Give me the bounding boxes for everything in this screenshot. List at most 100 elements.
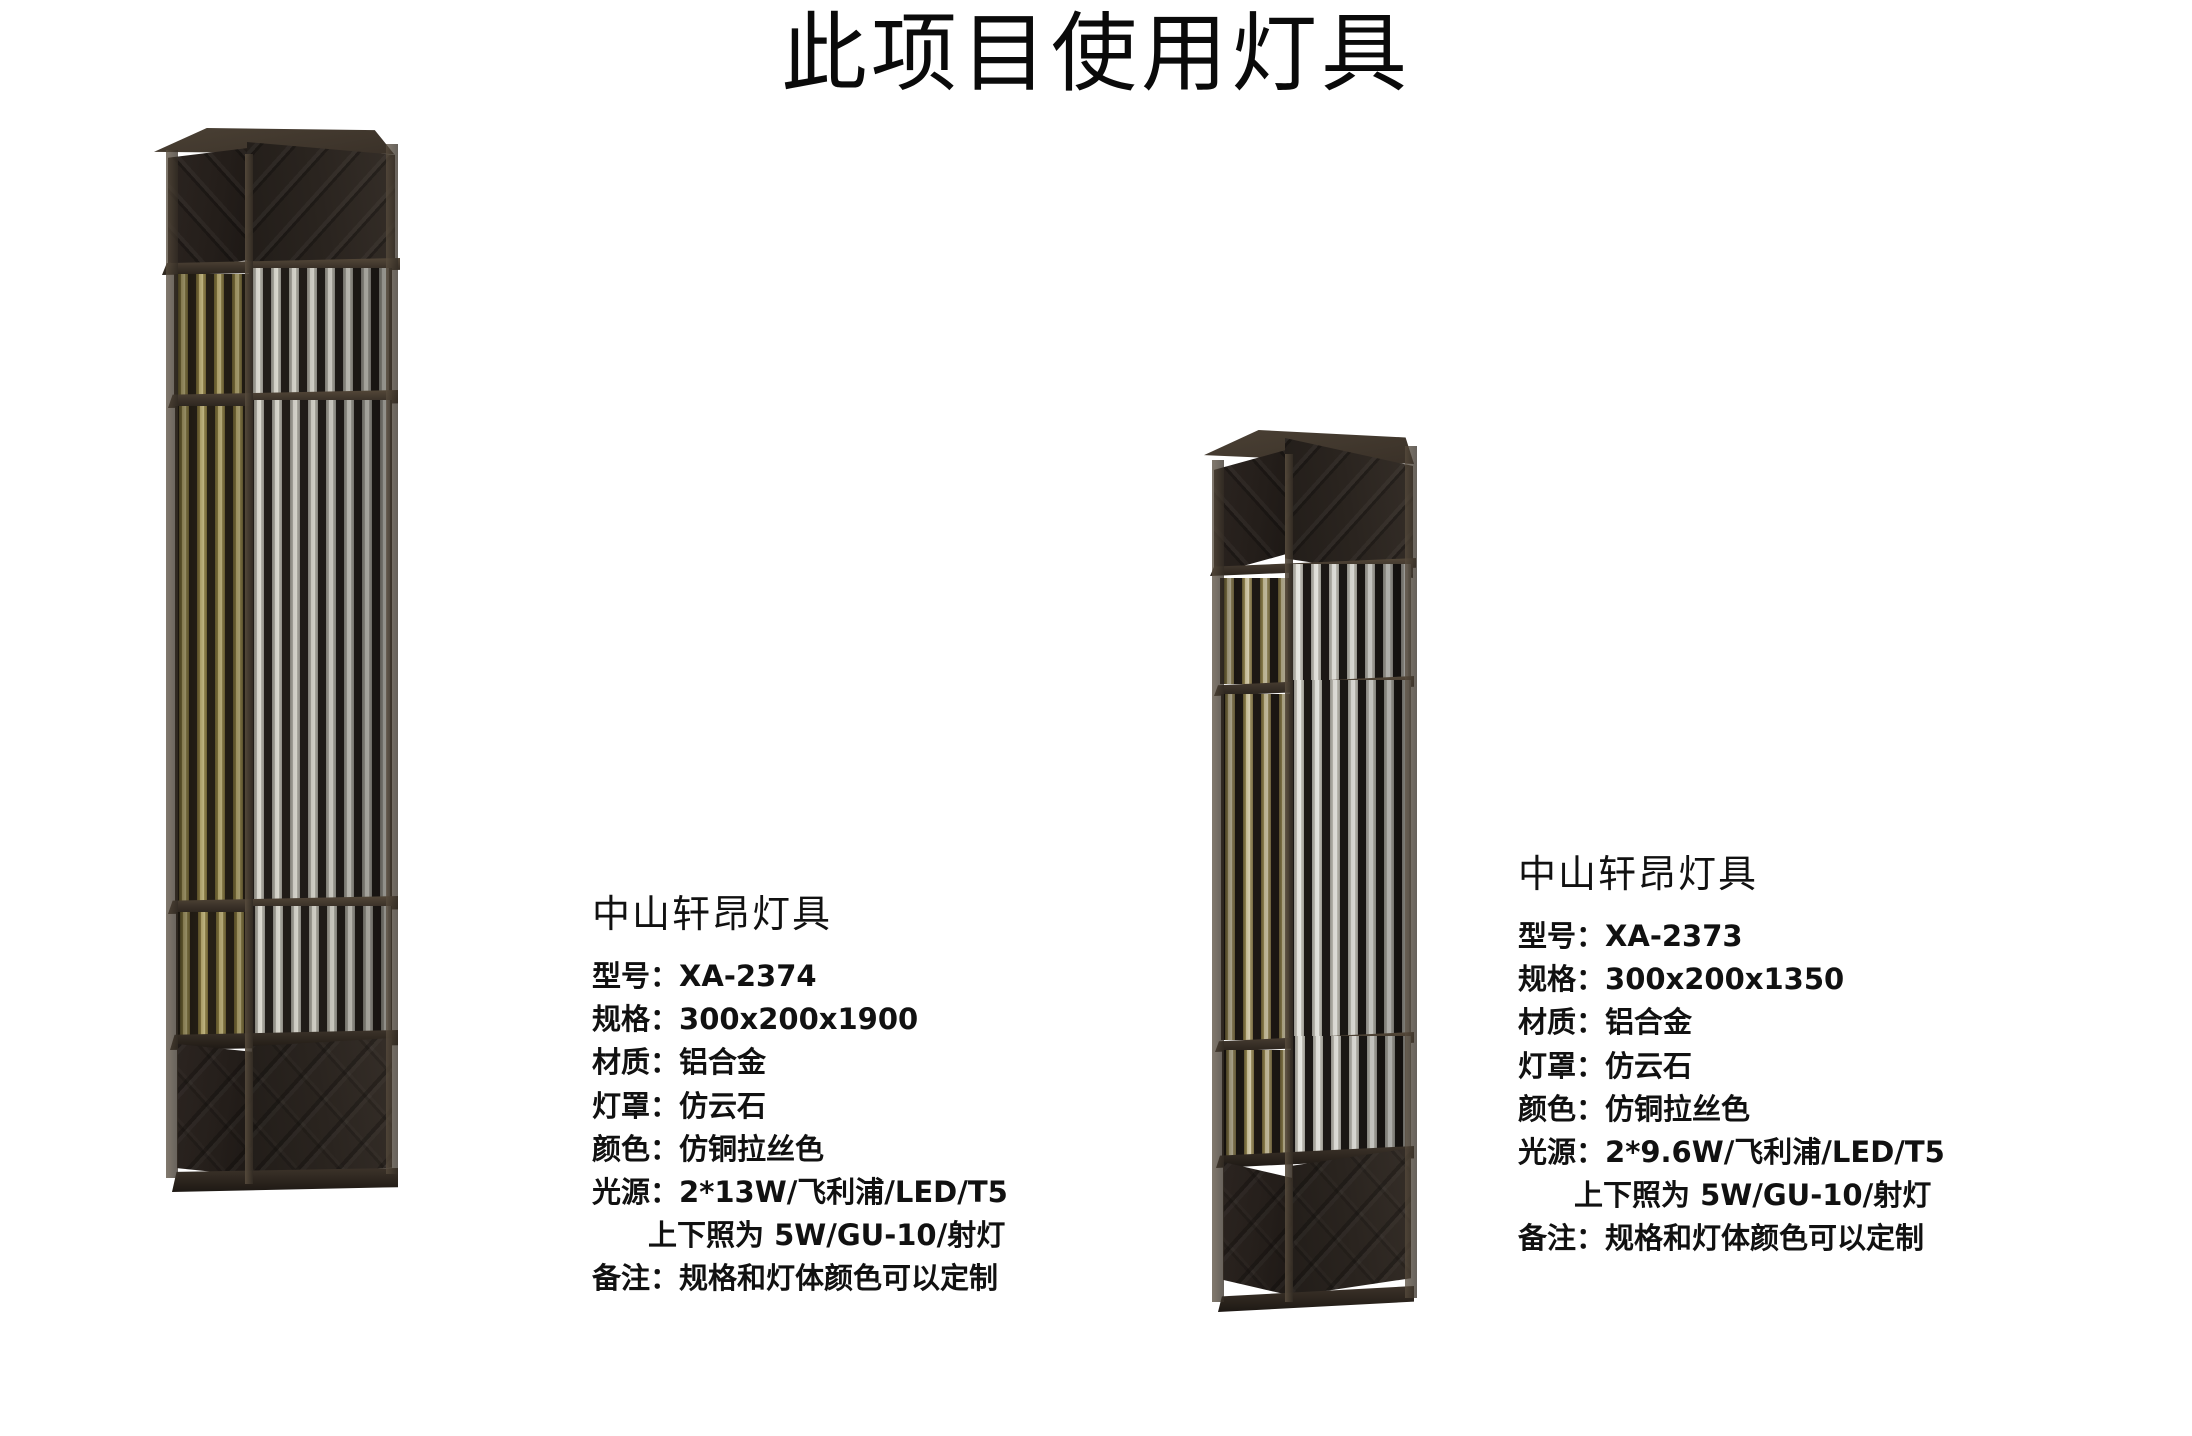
- spec-row-remark: 备注：规格和灯体颜色可以定制: [592, 1257, 1008, 1300]
- spec-label: 灯罩：: [592, 1088, 680, 1123]
- spec-label: 备注：: [592, 1261, 680, 1296]
- spec-row-shade: 灯罩：仿云石: [1518, 1045, 1945, 1088]
- lattice-texture: [1214, 450, 1286, 574]
- lamp-shade-main-right: [1290, 680, 1411, 1040]
- lamp-cap-face-right: [1285, 438, 1413, 578]
- spec-label: 规格：: [1518, 962, 1606, 997]
- spec-value: 2*9.6W/飞利浦/LED/T5: [1605, 1135, 1945, 1170]
- spec-row-lightsource: 光源：2*9.6W/飞利浦/LED/T5: [1518, 1131, 1945, 1174]
- lamp-base-face-right: [1292, 1148, 1411, 1296]
- spec-value: XA-2373: [1605, 919, 1743, 953]
- spec-value: 上下照为 5W/GU-10/射灯: [1574, 1178, 1932, 1213]
- lamp-foot: [172, 1168, 398, 1192]
- spec-row-shade: 灯罩：仿云石: [592, 1085, 1008, 1128]
- lattice-texture: [168, 148, 248, 270]
- spec-row-color: 颜色：仿铜拉丝色: [1518, 1088, 1945, 1131]
- lattice-texture: [1285, 438, 1413, 578]
- spec-block-xa-2374: 中山轩昂灯具 型号：XA-2374 规格：300x200x1900 材质：铝合金…: [580, 895, 1008, 1301]
- spec-value: 300x200x1900: [679, 1002, 919, 1037]
- spec-row-model: 型号：XA-2374: [592, 955, 1008, 998]
- lamp-shade-lower-left: [176, 912, 252, 1038]
- spec-value: 铝合金: [1605, 1005, 1693, 1040]
- lattice-texture: [252, 1038, 392, 1176]
- spec-label: 规格：: [592, 1002, 680, 1037]
- lamp-shade-upper-right: [249, 268, 392, 396]
- spec-block-xa-2373: 中山轩昂灯具 型号：XA-2373 规格：300x200x1350 材质：铝合金…: [1518, 855, 1945, 1261]
- shade-gradient: [250, 400, 392, 902]
- lamp-cap-face-right: [247, 142, 395, 270]
- spec-row-lightsource-cont: 上下照为 5W/GU-10/射灯: [592, 1214, 1008, 1257]
- shade-gradient: [1290, 680, 1411, 1040]
- spec-label: 型号：: [1518, 919, 1606, 953]
- lattice-texture: [177, 1044, 253, 1176]
- lamp-shade-main-left: [175, 406, 251, 902]
- spec-value: 规格和灯体颜色可以定制: [1605, 1221, 1925, 1256]
- spec-value: 仿云石: [679, 1088, 767, 1123]
- shade-gradient: [1289, 564, 1411, 684]
- spec-row-material: 材质：铝合金: [592, 1041, 1008, 1084]
- spec-value: 300x200x1350: [1605, 962, 1845, 997]
- brand-name: 中山轩昂灯具: [1518, 852, 1759, 896]
- spec-row-lightsource-cont: 上下照为 5W/GU-10/射灯: [1518, 1174, 1945, 1217]
- lamp-left-edge-post: [166, 150, 178, 1178]
- lattice-texture: [1223, 1162, 1293, 1296]
- lamp-shade-lower-right: [251, 906, 392, 1038]
- spec-row-model: 型号：XA-2373: [1518, 915, 1945, 958]
- product-image-xa-2374: [128, 128, 428, 1428]
- spec-row-size: 规格：300x200x1350: [1518, 958, 1945, 1001]
- spec-label: 型号：: [592, 959, 680, 993]
- shade-gradient: [251, 906, 392, 1038]
- lamp-right-edge-post: [1405, 446, 1417, 1298]
- spec-value: 规格和灯体颜色可以定制: [679, 1261, 999, 1296]
- lamp-base-face-left: [1223, 1162, 1293, 1296]
- lamp-corner-post: [245, 154, 253, 1184]
- lamp-shade-main-right: [250, 400, 392, 902]
- spec-label: 光源：: [1518, 1135, 1606, 1170]
- shade-gradient: [1220, 578, 1290, 684]
- shade-gradient: [1221, 694, 1291, 1040]
- spec-label: 备注：: [1518, 1221, 1606, 1256]
- spec-row-material: 材质：铝合金: [1518, 1001, 1945, 1044]
- page-title: 此项目使用灯具: [781, 4, 1411, 104]
- lattice-texture: [1292, 1148, 1411, 1296]
- spec-label: 颜色：: [592, 1131, 680, 1166]
- lattice-texture: [247, 142, 395, 270]
- spec-value: 仿铜拉丝色: [679, 1131, 825, 1166]
- spec-row-size: 规格：300x200x1900: [592, 998, 1008, 1041]
- lamp-shade-lower-left: [1222, 1050, 1292, 1156]
- spec-label: 材质：: [1518, 1005, 1606, 1040]
- spec-value: 上下照为 5W/GU-10/射灯: [648, 1218, 1006, 1253]
- lamp-base-face-left: [177, 1044, 253, 1176]
- spec-value: 仿云石: [1605, 1048, 1693, 1083]
- lamp-base-face-right: [252, 1038, 392, 1176]
- lamp-corner-post: [1285, 454, 1293, 1302]
- lamp-shade-main-left: [1221, 694, 1291, 1040]
- shade-gradient: [1222, 1050, 1292, 1156]
- shade-gradient: [174, 274, 250, 396]
- lamp-shade-upper-left: [1220, 578, 1290, 684]
- spec-label: 光源：: [592, 1175, 680, 1210]
- shade-gradient: [176, 912, 252, 1038]
- spec-row-lightsource: 光源：2*13W/飞利浦/LED/T5: [592, 1171, 1008, 1214]
- spec-label: 颜色：: [1518, 1091, 1606, 1126]
- spec-label: 材质：: [592, 1045, 680, 1080]
- shade-gradient: [249, 268, 392, 396]
- spec-value: 铝合金: [679, 1045, 767, 1080]
- spec-value: XA-2374: [679, 959, 817, 993]
- shade-gradient: [1291, 1036, 1411, 1156]
- lamp-right-edge-post: [386, 144, 398, 1174]
- lamp-left-edge-post: [1212, 460, 1224, 1302]
- spec-value: 2*13W/飞利浦/LED/T5: [679, 1175, 1008, 1210]
- lamp-shade-lower-right: [1291, 1036, 1411, 1156]
- brand-name: 中山轩昂灯具: [592, 892, 833, 936]
- product-image-xa-2373: [1186, 430, 1446, 1420]
- spec-value: 仿铜拉丝色: [1605, 1091, 1751, 1126]
- lamp-shade-upper-left: [174, 274, 250, 396]
- lamp-shade-upper-right: [1289, 564, 1411, 684]
- lamp-cap-face-left: [1214, 450, 1286, 574]
- lamp-cap-face-left: [168, 148, 248, 270]
- spec-row-color: 颜色：仿铜拉丝色: [592, 1128, 1008, 1171]
- shade-gradient: [175, 406, 251, 902]
- spec-row-remark: 备注：规格和灯体颜色可以定制: [1518, 1217, 1945, 1260]
